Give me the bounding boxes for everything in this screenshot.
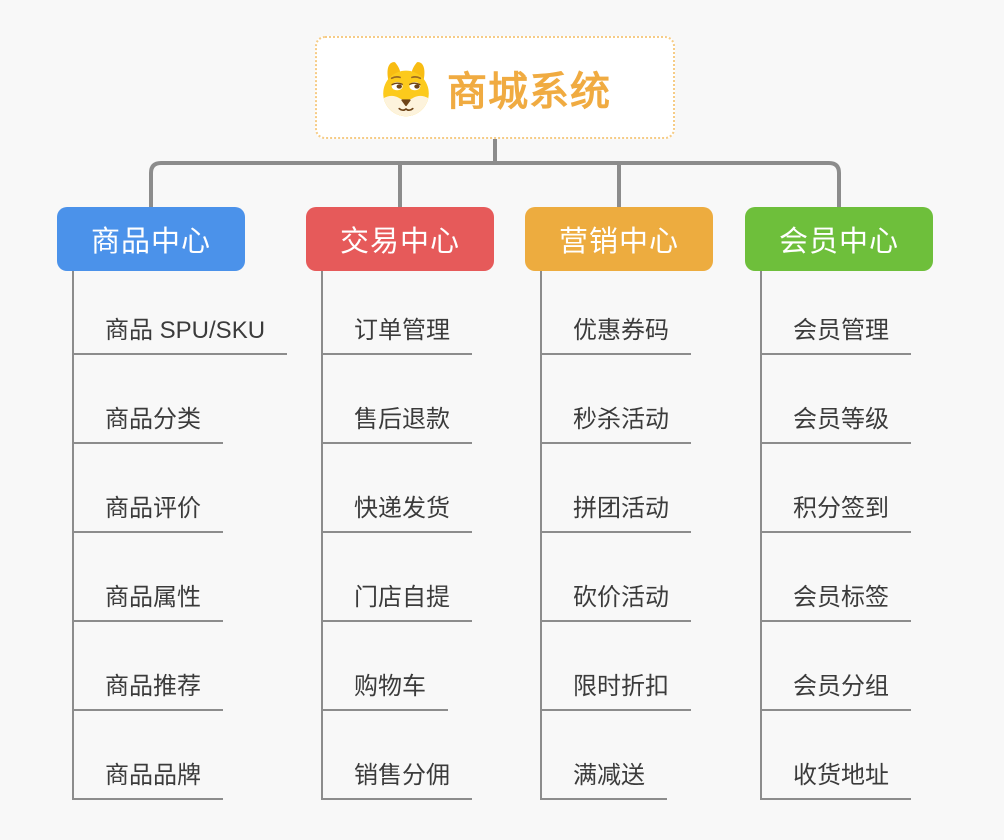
child-node[interactable]: 快递发货	[321, 488, 472, 533]
root-node-label: 商城系统	[447, 69, 611, 114]
branch-node-label: 商品中心	[90, 226, 211, 258]
child-node[interactable]: 限时折扣	[540, 666, 691, 711]
branch-node-member-center[interactable]: 会员中心	[745, 207, 933, 271]
child-node[interactable]: 购物车	[321, 666, 448, 711]
shiba-dog-icon	[379, 57, 433, 118]
child-node[interactable]: 商品品牌	[72, 755, 223, 800]
branch-node-label: 会员中心	[778, 226, 899, 258]
child-node[interactable]: 订单管理	[321, 310, 472, 355]
branch-children-member: 会员管理 会员等级 积分签到 会员标签 会员分组 收货地址	[760, 271, 911, 800]
branch-children-marketing: 优惠券码 秒杀活动 拼团活动 砍价活动 限时折扣 满减送	[540, 271, 691, 800]
child-node[interactable]: 会员标签	[760, 577, 911, 622]
child-node[interactable]: 满减送	[540, 755, 667, 800]
child-node[interactable]: 商品 SPU/SKU	[72, 310, 288, 355]
child-node[interactable]: 秒杀活动	[540, 399, 691, 444]
child-node[interactable]: 商品评价	[72, 488, 223, 533]
child-node[interactable]: 商品属性	[72, 577, 223, 622]
child-node[interactable]: 会员管理	[760, 310, 911, 355]
child-node[interactable]: 销售分佣	[321, 755, 472, 800]
root-node[interactable]: 商城系统	[315, 36, 675, 139]
branch-children-trade: 订单管理 售后退款 快递发货 门店自提 购物车 销售分佣	[321, 271, 472, 800]
child-node[interactable]: 优惠券码	[540, 310, 691, 355]
branch-node-label: 交易中心	[339, 226, 460, 258]
child-node[interactable]: 售后退款	[321, 399, 472, 444]
branch-node-marketing-center[interactable]: 营销中心	[525, 207, 713, 271]
branch-children-product: 商品 SPU/SKU 商品分类 商品评价 商品属性 商品推荐 商品品牌	[72, 271, 288, 800]
child-node[interactable]: 商品分类	[72, 399, 223, 444]
child-node[interactable]: 拼团活动	[540, 488, 691, 533]
child-node[interactable]: 积分签到	[760, 488, 911, 533]
branch-connector-line	[149, 161, 841, 207]
child-node[interactable]: 门店自提	[321, 577, 472, 622]
child-node[interactable]: 会员等级	[760, 399, 911, 444]
child-node[interactable]: 收货地址	[760, 755, 911, 800]
branch-node-trade-center[interactable]: 交易中心	[306, 207, 494, 271]
child-node[interactable]: 砍价活动	[540, 577, 691, 622]
branch-node-label: 营销中心	[558, 226, 679, 258]
child-node[interactable]: 商品推荐	[72, 666, 223, 711]
branch-node-product-center[interactable]: 商品中心	[57, 207, 245, 271]
child-node[interactable]: 会员分组	[760, 666, 911, 711]
